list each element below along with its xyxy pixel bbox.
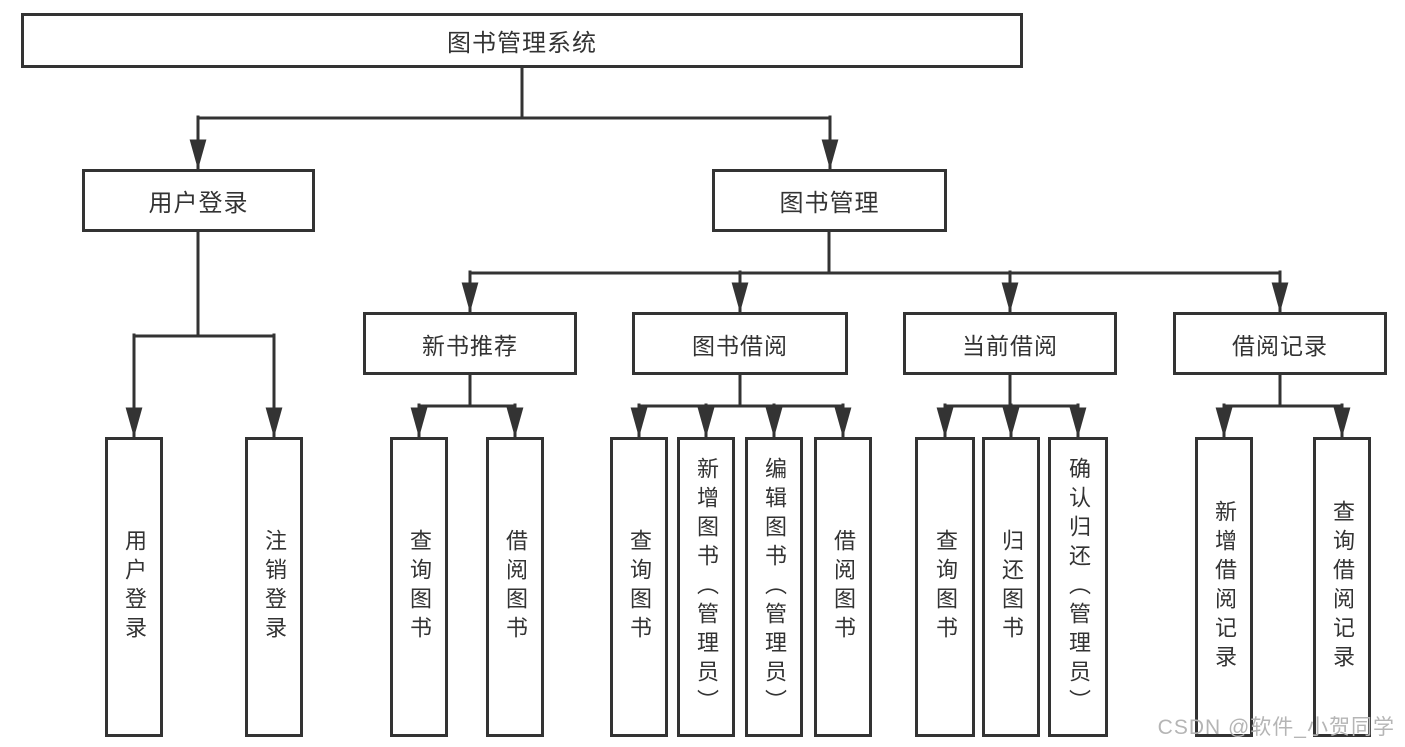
- node-label: 图书管理: [779, 190, 880, 217]
- leaf-query-books-3: 查询图书: [915, 437, 975, 737]
- leaf-label: 查询图书: [407, 529, 432, 645]
- trunk-current-borrow: [943, 373, 1080, 408]
- leaf-logout: 注销登录: [245, 437, 303, 737]
- leaf-query-borrow-record: 查询借阅记录: [1313, 437, 1371, 737]
- trunk-root: [196, 66, 832, 120]
- leaf-query-books-2: 查询图书: [610, 437, 668, 737]
- node-user-login: 用户登录: [82, 169, 315, 232]
- leaf-label: 查询借阅记录: [1330, 500, 1355, 674]
- leaf-label: 确认归还（管理员）: [1066, 456, 1091, 718]
- leaf-label: 新增借阅记录: [1212, 500, 1237, 674]
- trunk-user-login: [132, 230, 276, 338]
- node-label: 图书管理系统: [447, 30, 597, 57]
- leaf-label: 查询图书: [627, 529, 652, 645]
- leaf-user-login: 用户登录: [105, 437, 163, 737]
- leaf-label: 注销登录: [262, 529, 287, 645]
- node-label: 用户登录: [148, 190, 249, 217]
- trunk-borrow-records: [1222, 373, 1344, 408]
- node-book-management: 图书管理: [712, 169, 947, 232]
- watermark: CSDN @软件_小贺同学: [1157, 716, 1395, 739]
- leaf-label: 借阅图书: [831, 529, 856, 645]
- node-label: 新书推荐: [422, 332, 518, 359]
- node-label: 当前借阅: [962, 332, 1058, 359]
- leaf-label: 用户登录: [122, 529, 147, 645]
- node-current-borrow: 当前借阅: [903, 312, 1117, 375]
- node-label: 图书借阅: [692, 332, 788, 359]
- leaf-label: 查询图书: [933, 529, 958, 645]
- leaf-return-book: 归还图书: [982, 437, 1040, 737]
- trunk-book-borrow: [637, 373, 845, 408]
- leaf-add-borrow-record: 新增借阅记录: [1195, 437, 1253, 737]
- node-book-borrow: 图书借阅: [632, 312, 848, 375]
- node-label: 借阅记录: [1232, 332, 1328, 359]
- leaf-borrow-books-1: 借阅图书: [486, 437, 544, 737]
- node-system-root: 图书管理系统: [21, 13, 1023, 68]
- leaf-query-books-1: 查询图书: [390, 437, 448, 737]
- leaf-label: 编辑图书（管理员）: [762, 456, 787, 718]
- leaf-add-book-admin: 新增图书（管理员）: [677, 437, 735, 737]
- node-new-book-recommend: 新书推荐: [363, 312, 577, 375]
- trunk-book-management: [468, 230, 1282, 275]
- leaf-borrow-books-2: 借阅图书: [814, 437, 872, 737]
- trunk-new-book-recommend: [417, 373, 517, 408]
- leaf-label: 新增图书（管理员）: [694, 456, 719, 718]
- leaf-label: 借阅图书: [503, 529, 528, 645]
- node-borrow-records: 借阅记录: [1173, 312, 1387, 375]
- leaf-label: 归还图书: [999, 529, 1024, 645]
- leaf-confirm-return-admin: 确认归还（管理员）: [1048, 437, 1108, 737]
- leaf-edit-book-admin: 编辑图书（管理员）: [745, 437, 803, 737]
